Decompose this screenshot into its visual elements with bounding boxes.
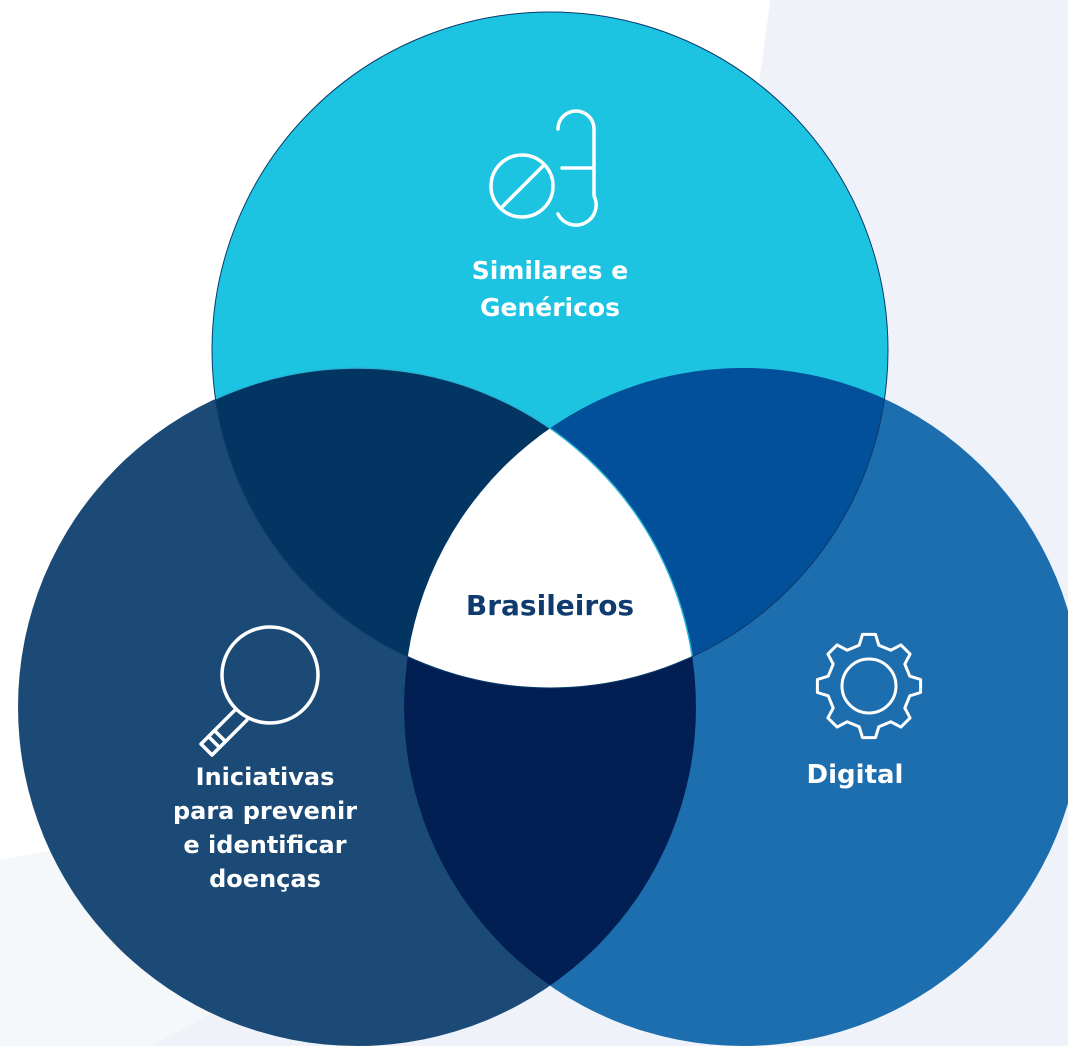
circle-top-outline xyxy=(211,11,889,689)
label-iniciativas: Iniciativas para prevenir e identificar … xyxy=(172,763,358,893)
center-region xyxy=(404,368,696,688)
magnifier-test-tube-icon xyxy=(199,625,320,757)
pill-capsule-icon xyxy=(489,109,598,227)
label-similares-genericos: Similares e Genéricos xyxy=(471,256,629,322)
gear-icon xyxy=(815,632,923,740)
label-brasileiros: Brasileiros xyxy=(465,589,635,622)
label-digital: Digital xyxy=(806,760,904,790)
circle-left-outline xyxy=(212,367,697,688)
